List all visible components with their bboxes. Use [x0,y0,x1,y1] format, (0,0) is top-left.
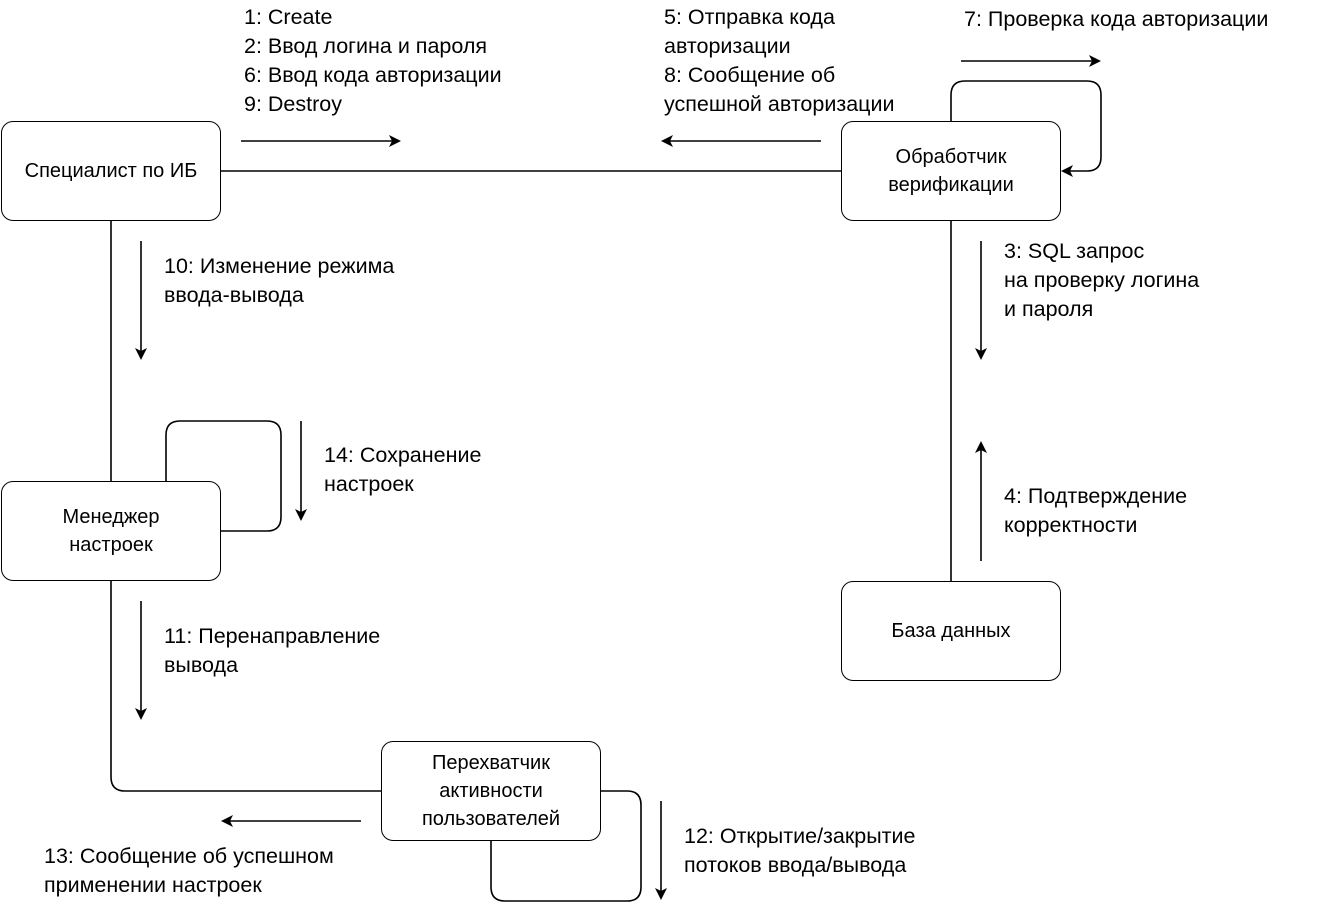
msg-line: 6: Ввод кода авторизации [244,63,502,87]
node-database: База данных [841,581,1061,681]
msg-line: на проверку логина [1004,268,1200,292]
manager-self-loop [165,420,282,532]
node-manager-label-line1: Менеджер [62,506,160,528]
node-verifier-label-line2: верификации [888,174,1014,196]
msg-line: 1: Create [244,5,333,29]
interceptor-self-loop [490,790,642,902]
node-specialist: Специалист по ИБ [1,121,221,221]
msg-manager-self: 14: Сохранение настроек [324,441,481,499]
msg-line: 12: Открытие/закрытие [684,824,916,848]
msg-line: 8: Сообщение об [664,63,836,87]
msg-specialist-to-manager: 10: Изменение режима ввода-вывода [164,252,394,310]
node-interceptor-label-line1: Перехватчик [432,752,550,774]
verifier-self-loop [950,80,1102,177]
link-manager-interceptor [110,581,381,792]
msg-line: потоков ввода/вывода [684,853,907,877]
msg-line: вывода [164,653,239,677]
node-verifier: Обработчик верификации [841,121,1061,221]
msg-verifier-self: 7: Проверка кода авторизации [964,5,1268,34]
msg-specialist-to-verifier: 1: Create 2: Ввод логина и пароля 6: Вво… [244,3,502,119]
msg-line: успешной авторизации [664,92,895,116]
node-database-label: База данных [891,620,1011,642]
msg-line: 5: Отправка кода [664,5,835,29]
node-interceptor-label-line3: пользователей [421,808,561,830]
msg-manager-to-interceptor: 11: Перенаправление вывода [164,622,380,680]
msg-line: и пароля [1004,297,1094,321]
node-interceptor-label-line2: активности [439,780,543,802]
msg-line: 10: Изменение режима [164,254,395,278]
msg-line: ввода-вывода [164,283,304,307]
msg-line: 11: Перенаправление [164,624,381,648]
node-manager: Менеджер настроек [1,481,221,581]
msg-verifier-to-specialist: 5: Отправка кода авторизации 8: Сообщени… [664,3,895,119]
msg-line: 4: Подтверждение [1004,484,1188,508]
node-specialist-label: Специалист по ИБ [24,160,198,182]
msg-line: 13: Сообщение об успешном [44,844,334,868]
msg-interceptor-to-manager: 13: Сообщение об успешном применении нас… [44,842,334,900]
node-interceptor: Перехватчик активности пользователей [381,741,601,841]
msg-line: настроек [324,472,414,496]
msg-db-to-verifier: 4: Подтверждение корректности [1004,482,1187,540]
msg-line: применении настроек [44,873,262,897]
msg-line: авторизации [664,34,791,58]
msg-line: 14: Сохранение [324,443,482,467]
msg-interceptor-self: 12: Открытие/закрытие потоков ввода/выво… [684,822,915,880]
msg-line: 9: Destroy [244,92,342,116]
node-manager-label-line2: настроек [69,534,153,556]
msg-line: 7: Проверка кода авторизации [964,7,1269,31]
msg-line: 2: Ввод логина и пароля [244,34,488,58]
node-verifier-label-line1: Обработчик [895,146,1007,168]
msg-line: корректности [1004,513,1138,537]
msg-verifier-to-db: 3: SQL запрос на проверку логина и парол… [1004,237,1199,324]
msg-line: 3: SQL запрос [1004,239,1145,263]
